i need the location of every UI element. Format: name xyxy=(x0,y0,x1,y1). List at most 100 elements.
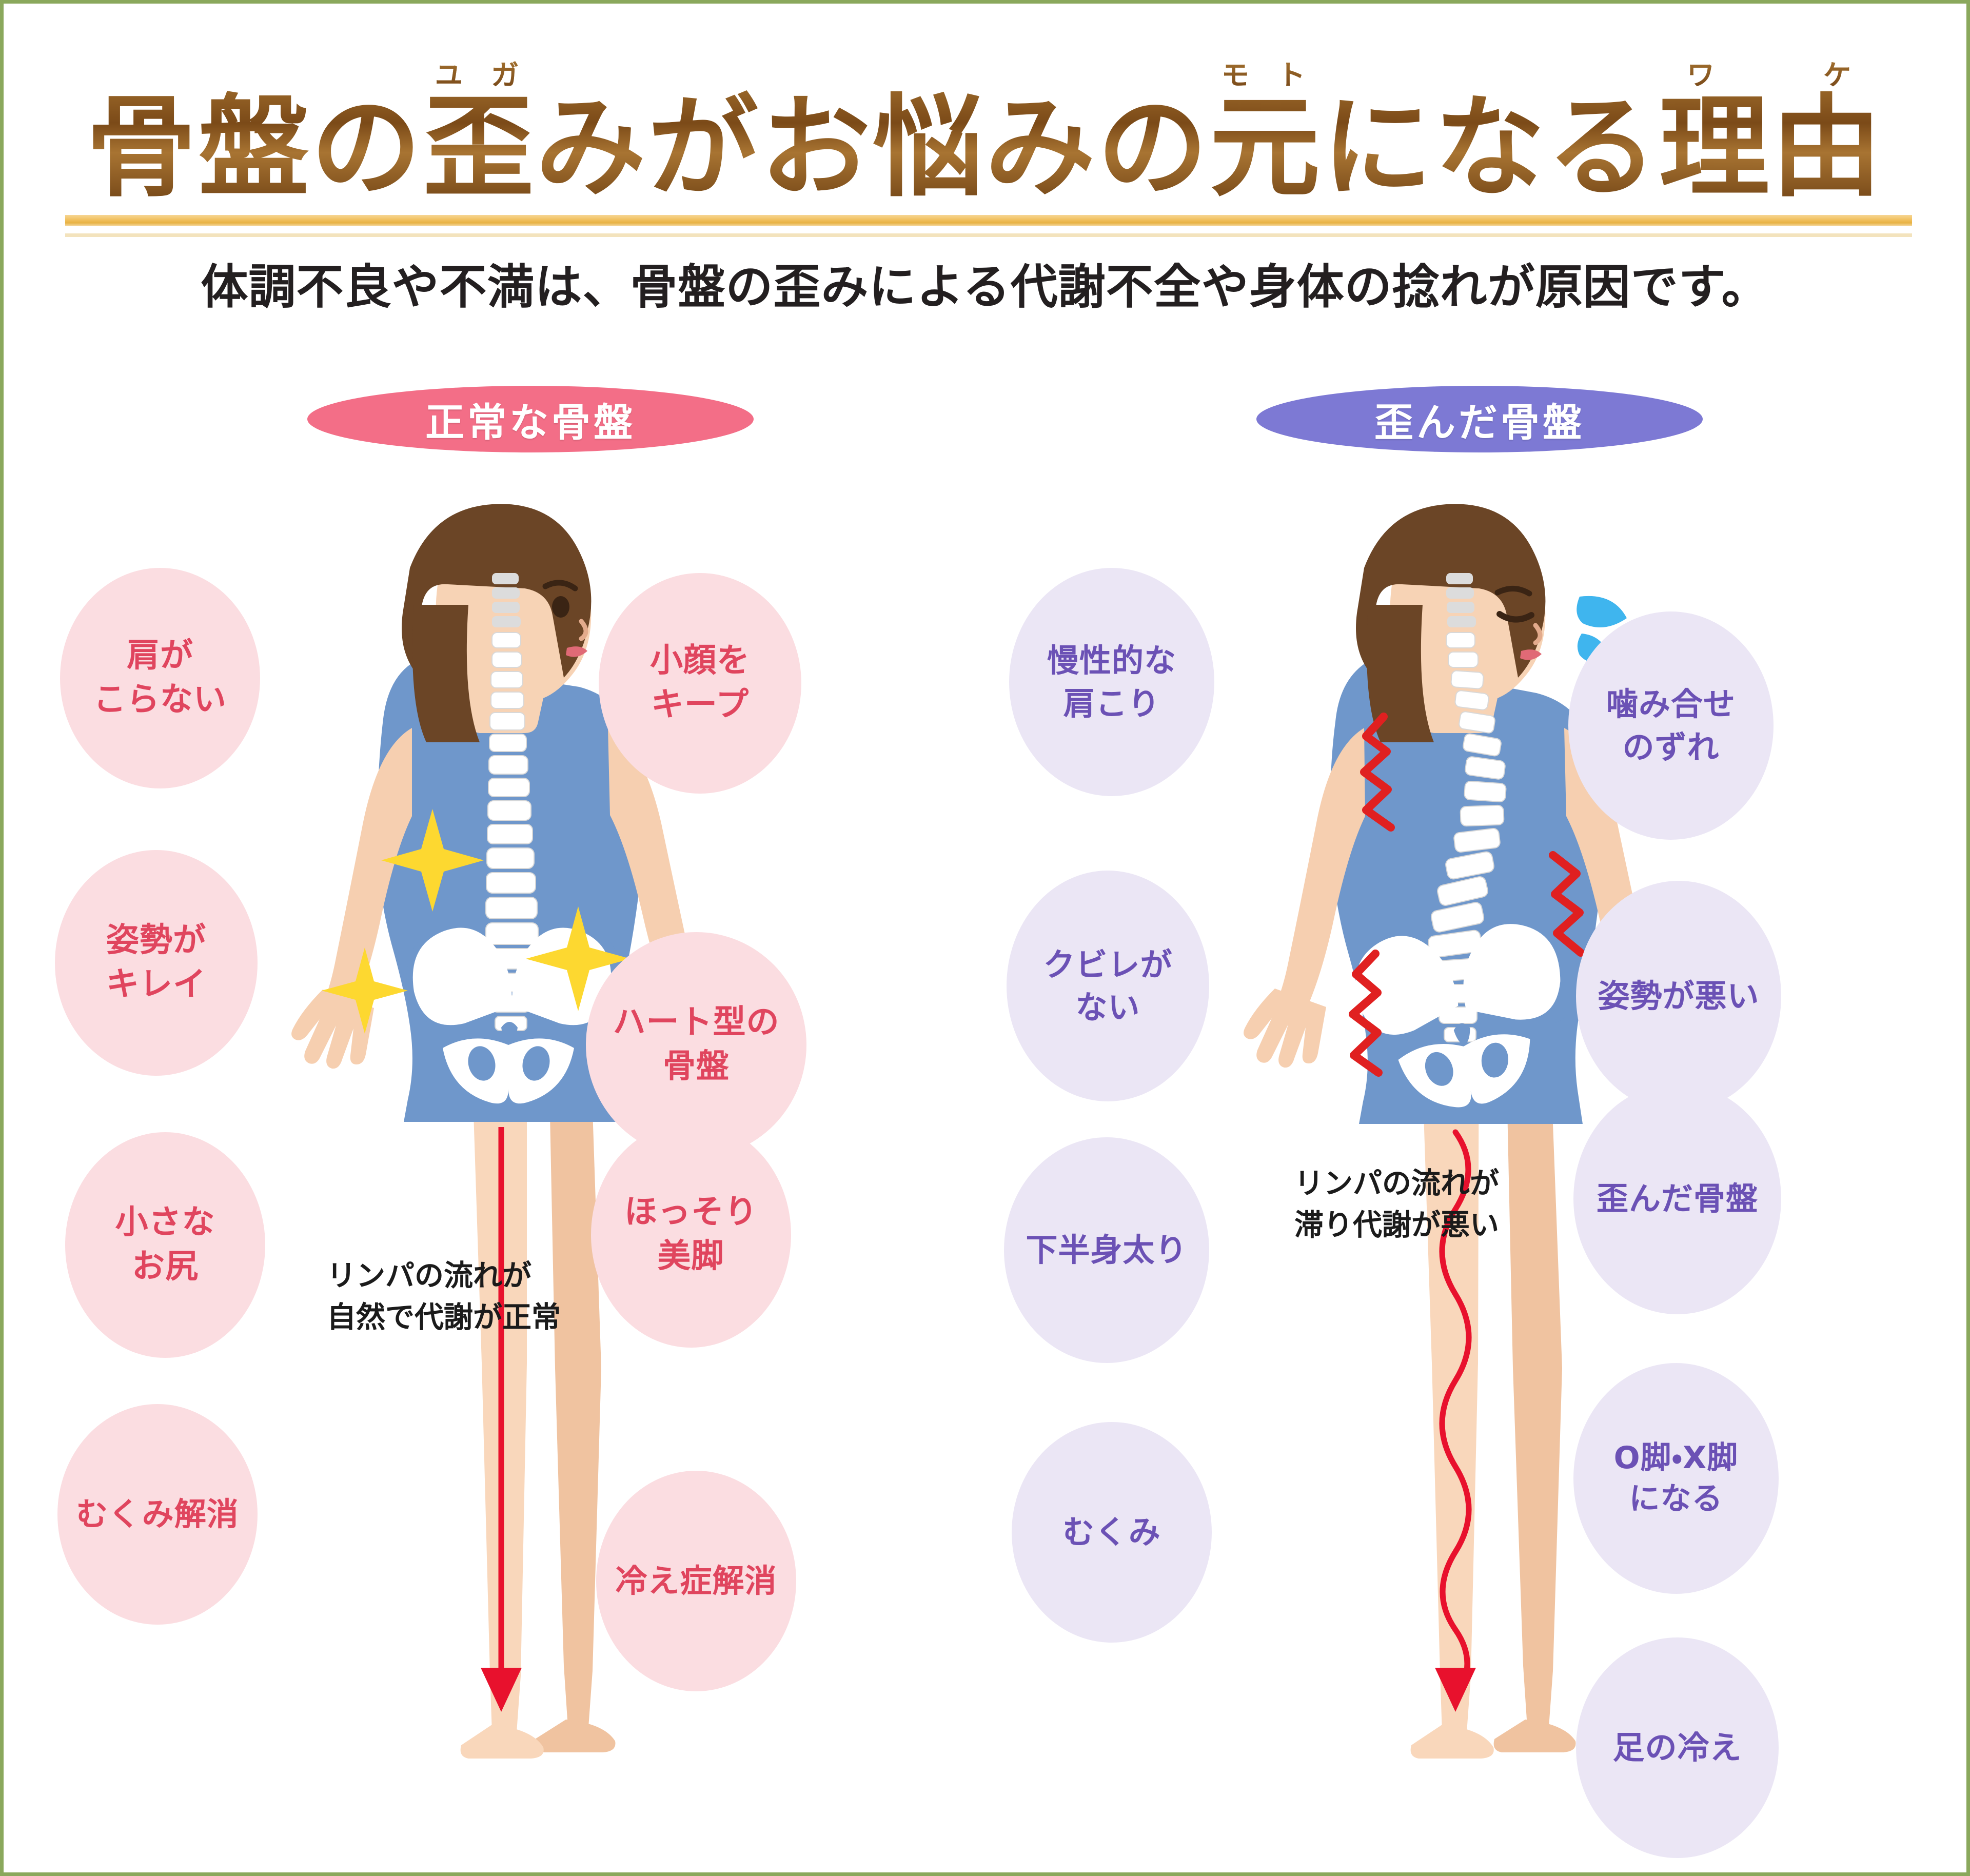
pelvis-apertures xyxy=(468,1022,550,1081)
bubble-line-2: になる xyxy=(1629,1481,1723,1517)
bubble-line-2: キレイ xyxy=(106,965,206,1003)
title-ruby-segment-5: 理由ワケ xyxy=(1659,59,1884,212)
bubble-chronic-shoulder: 慢性的な肩こり xyxy=(1009,568,1214,796)
title-base-3: 元 xyxy=(1210,83,1322,212)
bubble-small-hip: 小さなお尻 xyxy=(65,1132,265,1358)
bubble-line-2: ない xyxy=(1075,989,1140,1026)
bubble-line-1: 肩が xyxy=(127,637,193,675)
pain-zigzag-hip xyxy=(1349,950,1383,1077)
bubble-line-2: 骨盤 xyxy=(663,1048,730,1085)
bubble-line-1: 小さな xyxy=(115,1203,215,1242)
label-pill-distorted-pelvis: 歪んだ骨盤 xyxy=(1256,386,1703,452)
title-base-2: みがお悩みの xyxy=(536,83,1210,212)
caption-line-1: リンパの流れが xyxy=(1294,1167,1499,1200)
page-subtitle: 体調不良や不満は、骨盤の歪みによる代謝不全や身体の捻れが原因です。 xyxy=(201,260,1769,314)
eyebrow-icon xyxy=(1494,585,1532,597)
panel-normal-pelvis: リンパの流れが 自然で代謝が正常 肩がこらない小顔をキープ姿勢がキレイハート型の… xyxy=(40,496,994,1830)
divider-gold-thin xyxy=(65,233,1912,237)
hand-left-icon xyxy=(291,990,374,1069)
bubble-bite-misalign: 噛み合せのずれ xyxy=(1568,611,1774,840)
title-ruby-segment-3: 元モト xyxy=(1210,59,1322,212)
bubble-line-1: 歪んだ骨盤 xyxy=(1596,1180,1758,1218)
label-pill-normal-pelvis: 正常な骨盤 xyxy=(307,386,754,452)
panel-distorted-pelvis: リンパの流れが 滞り代謝が悪い 慢性的な肩こり噛み合せのずれクビレがない姿勢が悪… xyxy=(994,496,1948,1858)
sparkle-icons xyxy=(322,809,631,1034)
foot-back-shape xyxy=(534,1720,616,1752)
leg-front-shape xyxy=(1420,989,1479,1732)
hair-back-strand xyxy=(412,605,480,742)
bubble-line-2: のずれ xyxy=(1622,728,1720,766)
title-furigana-3: モト xyxy=(1210,59,1322,91)
foot-front-shape xyxy=(460,1725,544,1759)
lips-icon xyxy=(1520,649,1542,660)
bubble-line-1: 姿勢が悪い xyxy=(1598,977,1760,1015)
divider-gold-thick xyxy=(65,215,1912,226)
leg-front-shape xyxy=(469,989,527,1732)
bubble-posture: 姿勢がキレイ xyxy=(55,850,258,1076)
bubble-small-face: 小顔をキープ xyxy=(599,573,801,794)
nose-icon xyxy=(1533,623,1543,645)
figure-normal-woman xyxy=(260,496,773,1830)
header: 骨盤の歪ユガみがお悩みの元モトになる理由ワケ 体調不良や不満は、骨盤の歪みによる… xyxy=(4,4,1966,322)
hair-back-strand xyxy=(1367,605,1434,742)
figure-distorted-woman xyxy=(1214,496,1727,1830)
lymph-flow-arrow-wavy xyxy=(1435,1129,1476,1712)
page-title: 骨盤の歪ユガみがお悩みの元モトになる理由ワケ xyxy=(86,59,1884,212)
bubble-cold-relief: 冷え症解消 xyxy=(596,1471,796,1691)
bubble-line-1: 下半身太り xyxy=(1026,1231,1188,1269)
lips-icon xyxy=(566,646,587,657)
leg-back-shape xyxy=(547,989,601,1727)
bubble-line-1: 冷え症解消 xyxy=(615,1562,777,1600)
pain-zigzag-icons xyxy=(1349,713,1585,1077)
bubble-line-1: ハート型の xyxy=(613,1003,780,1042)
title-furigana-1: ユガ xyxy=(423,59,536,91)
bubble-swelling: むくみ xyxy=(1012,1422,1212,1643)
foot-front-shape xyxy=(1410,1725,1494,1759)
foot-back-shape xyxy=(1493,1720,1576,1752)
spine-cervical xyxy=(492,573,521,627)
spine-cervical xyxy=(1446,573,1476,627)
bubble-line-1: 小顔を xyxy=(650,642,750,680)
eyebrow-icon xyxy=(542,580,578,591)
arm-left-shape xyxy=(1277,728,1365,1013)
pain-zigzag-back xyxy=(1549,851,1585,957)
eye-icon xyxy=(552,596,569,618)
bubble-line-2: 美脚 xyxy=(658,1237,724,1275)
bubble-cold-feet: 足の冷え xyxy=(1576,1637,1779,1858)
page-title-wrap: 骨盤の歪ユガみがお悩みの元モトになる理由ワケ xyxy=(4,59,1966,212)
arm-left-shape xyxy=(324,728,412,1013)
lymph-flow-arrow-straight xyxy=(481,1127,522,1712)
bubble-bad-posture: 姿勢が悪い xyxy=(1576,881,1781,1112)
bubble-line-2: こらない xyxy=(93,681,227,719)
bubble-heart-pelvis: ハート型の骨盤 xyxy=(586,932,806,1158)
caption-line-1: リンパの流れが xyxy=(327,1259,531,1293)
nose-icon xyxy=(579,619,588,641)
caption-line-2: 滞り代謝が悪い xyxy=(1294,1208,1499,1242)
leg-back-shape xyxy=(1505,989,1562,1727)
bubble-slim-legs: ほっそり美脚 xyxy=(591,1122,791,1348)
pelvis-apertures xyxy=(1425,1023,1508,1086)
bubble-line-1: 足の冷え xyxy=(1612,1729,1742,1767)
hair-shape xyxy=(402,504,592,678)
bubble-line-1: 慢性的な xyxy=(1047,642,1176,680)
bubble-no-waist: クビレがない xyxy=(1007,871,1209,1101)
title-ruby-segment-1: 歪ユガ xyxy=(423,59,536,212)
bubble-line-1: クビレが xyxy=(1043,945,1173,983)
pain-zigzag-shoulder xyxy=(1360,713,1395,832)
bubble-line-2: お尻 xyxy=(132,1248,199,1286)
hair-shape xyxy=(1356,504,1546,678)
caption-line-2: 自然で代謝が正常 xyxy=(327,1300,561,1334)
bubble-line-2: 肩こり xyxy=(1063,684,1160,722)
bubble-line-1: 噛み合せ xyxy=(1606,685,1736,723)
eye-closed-icon xyxy=(1496,611,1534,623)
caption-lymph-distorted: リンパの流れが 滞り代謝が悪い xyxy=(1294,1163,1499,1246)
title-base-4: になる xyxy=(1322,83,1659,212)
bubble-lower-body-fat: 下半身太り xyxy=(1004,1137,1209,1363)
bubble-swelling-relief: むくみ解消 xyxy=(57,1404,258,1625)
bubble-shoulder: 肩がこらない xyxy=(60,568,260,788)
bubble-ox-legs: O脚・X脚になる xyxy=(1573,1363,1779,1594)
bubble-distorted-pelvis: 歪んだ骨盤 xyxy=(1573,1083,1781,1314)
title-base-0: 骨盤の xyxy=(86,83,423,212)
bubble-line-1: むくみ xyxy=(1062,1513,1161,1551)
